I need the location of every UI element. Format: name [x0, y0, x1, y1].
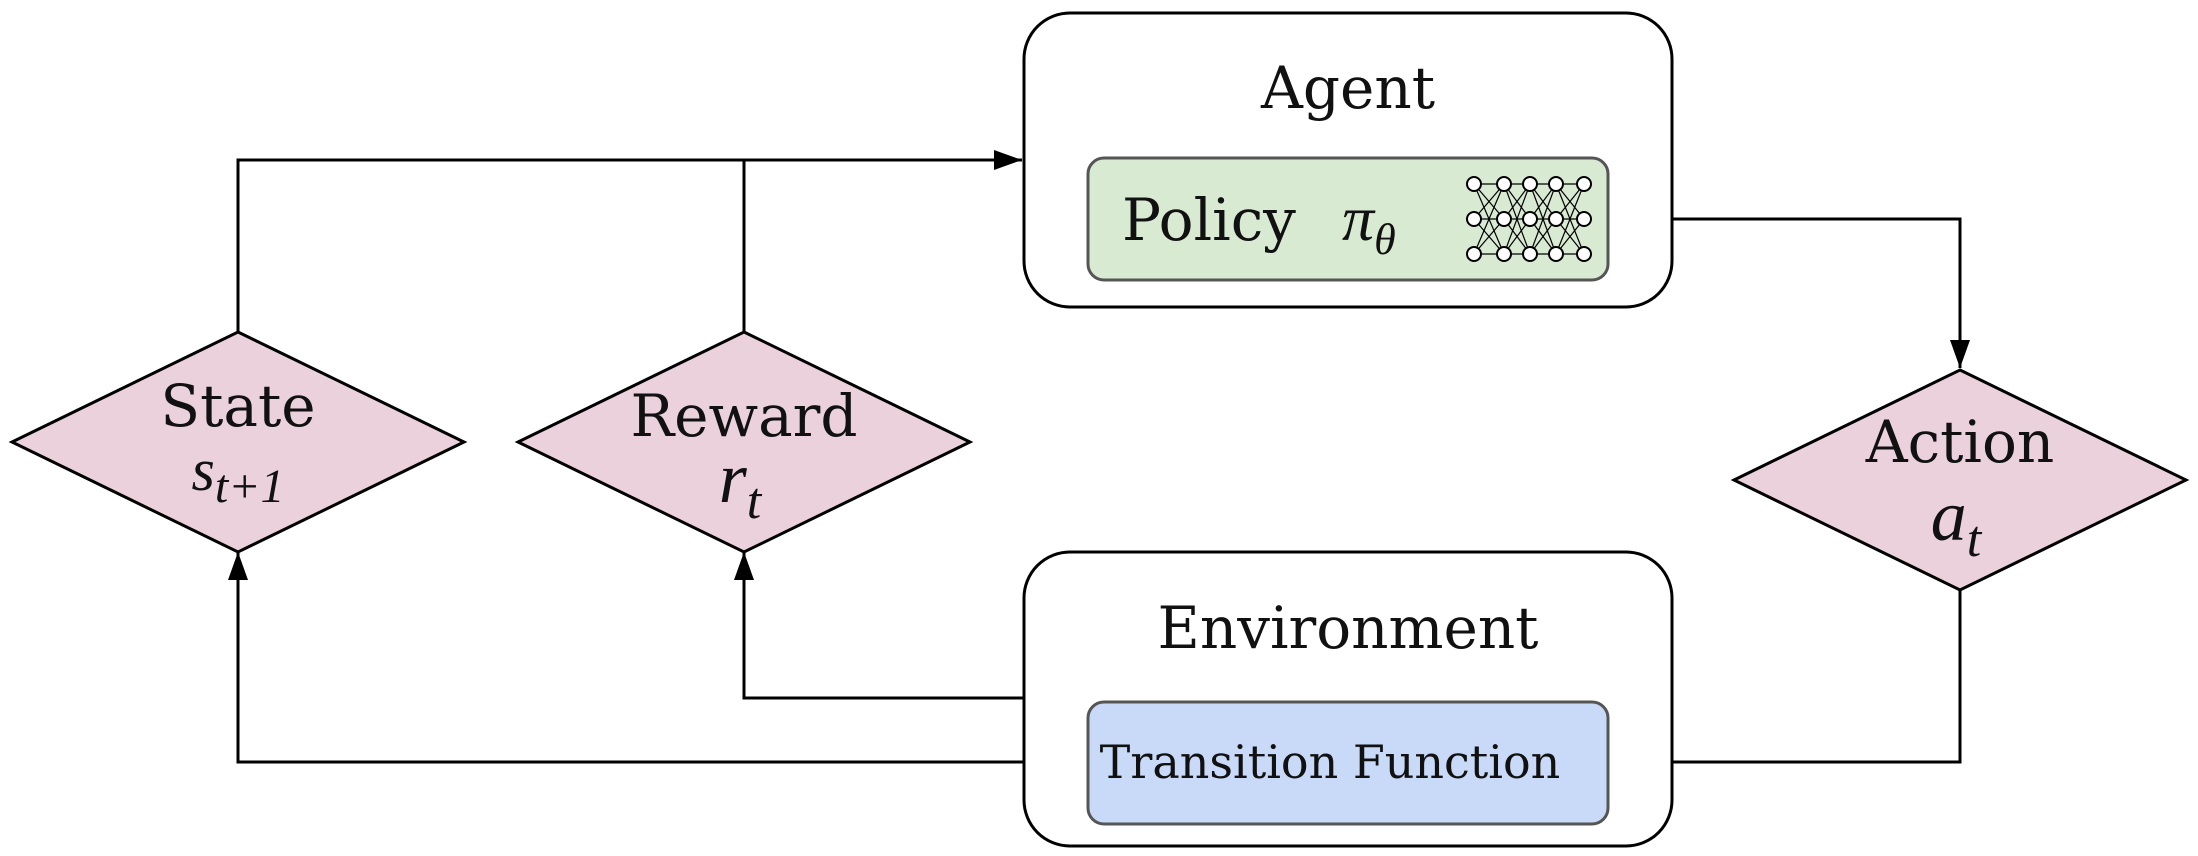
nn-node: [1576, 176, 1592, 192]
environment-box: Environment Transition Function: [1022, 550, 1674, 848]
policy-subscript: θ: [1374, 215, 1396, 264]
reward-subscript: t: [747, 473, 763, 530]
nn-node: [1496, 246, 1512, 262]
neural-network-icon: [1466, 176, 1592, 262]
nn-node: [1496, 211, 1512, 227]
state-subscript: t+1: [215, 460, 285, 513]
environment-title: Environment: [1158, 594, 1539, 662]
state-label: State: [160, 372, 315, 440]
nn-node: [1576, 211, 1592, 227]
nn-node: [1466, 246, 1482, 262]
nn-node: [1496, 176, 1512, 192]
state-to-agent-arrow: [236, 150, 1022, 332]
state-symbol: st+1: [191, 437, 284, 513]
action-diamond: Action at: [1730, 368, 2190, 592]
policy-box: Policy πθ: [1086, 156, 1610, 282]
policy-symbol: πθ: [1342, 183, 1396, 264]
nn-node: [1548, 246, 1564, 262]
nn-node: [1576, 246, 1592, 262]
environment-to-reward-arrow: [734, 552, 1024, 700]
state-diamond: State st+1: [8, 330, 468, 554]
nn-edge: [1473, 183, 1505, 255]
reward-label: Reward: [630, 382, 857, 450]
agent-title: Agent: [1260, 54, 1435, 122]
nn-edge: [1529, 183, 1557, 255]
nn-edge: [1503, 183, 1531, 255]
nn-node: [1466, 211, 1482, 227]
nn-edge: [1555, 183, 1585, 255]
nn-node: [1548, 211, 1564, 227]
agent-box: Agent Policy πθ: [1022, 11, 1674, 309]
nn-node: [1522, 246, 1538, 262]
action-label: Action: [1865, 408, 2055, 476]
transition-function-box: Transition Function: [1086, 700, 1610, 826]
reward-symbol: rt: [719, 438, 763, 530]
nn-node: [1548, 176, 1564, 192]
connectors: [228, 150, 1970, 772]
action-to-transition-arrow: [1610, 590, 1962, 772]
transition-to-state-arrow: [228, 552, 1088, 764]
policy-to-action-arrow: [1608, 217, 1970, 368]
reward-diamond: Reward rt: [514, 330, 974, 554]
nn-node: [1522, 176, 1538, 192]
transition-function-label: Transition Function: [1100, 735, 1561, 789]
action-subscript: t: [1967, 511, 1983, 568]
action-symbol: at: [1931, 476, 1983, 568]
nn-node: [1466, 176, 1482, 192]
policy-label: Policy: [1122, 186, 1296, 254]
nn-node: [1522, 211, 1538, 227]
